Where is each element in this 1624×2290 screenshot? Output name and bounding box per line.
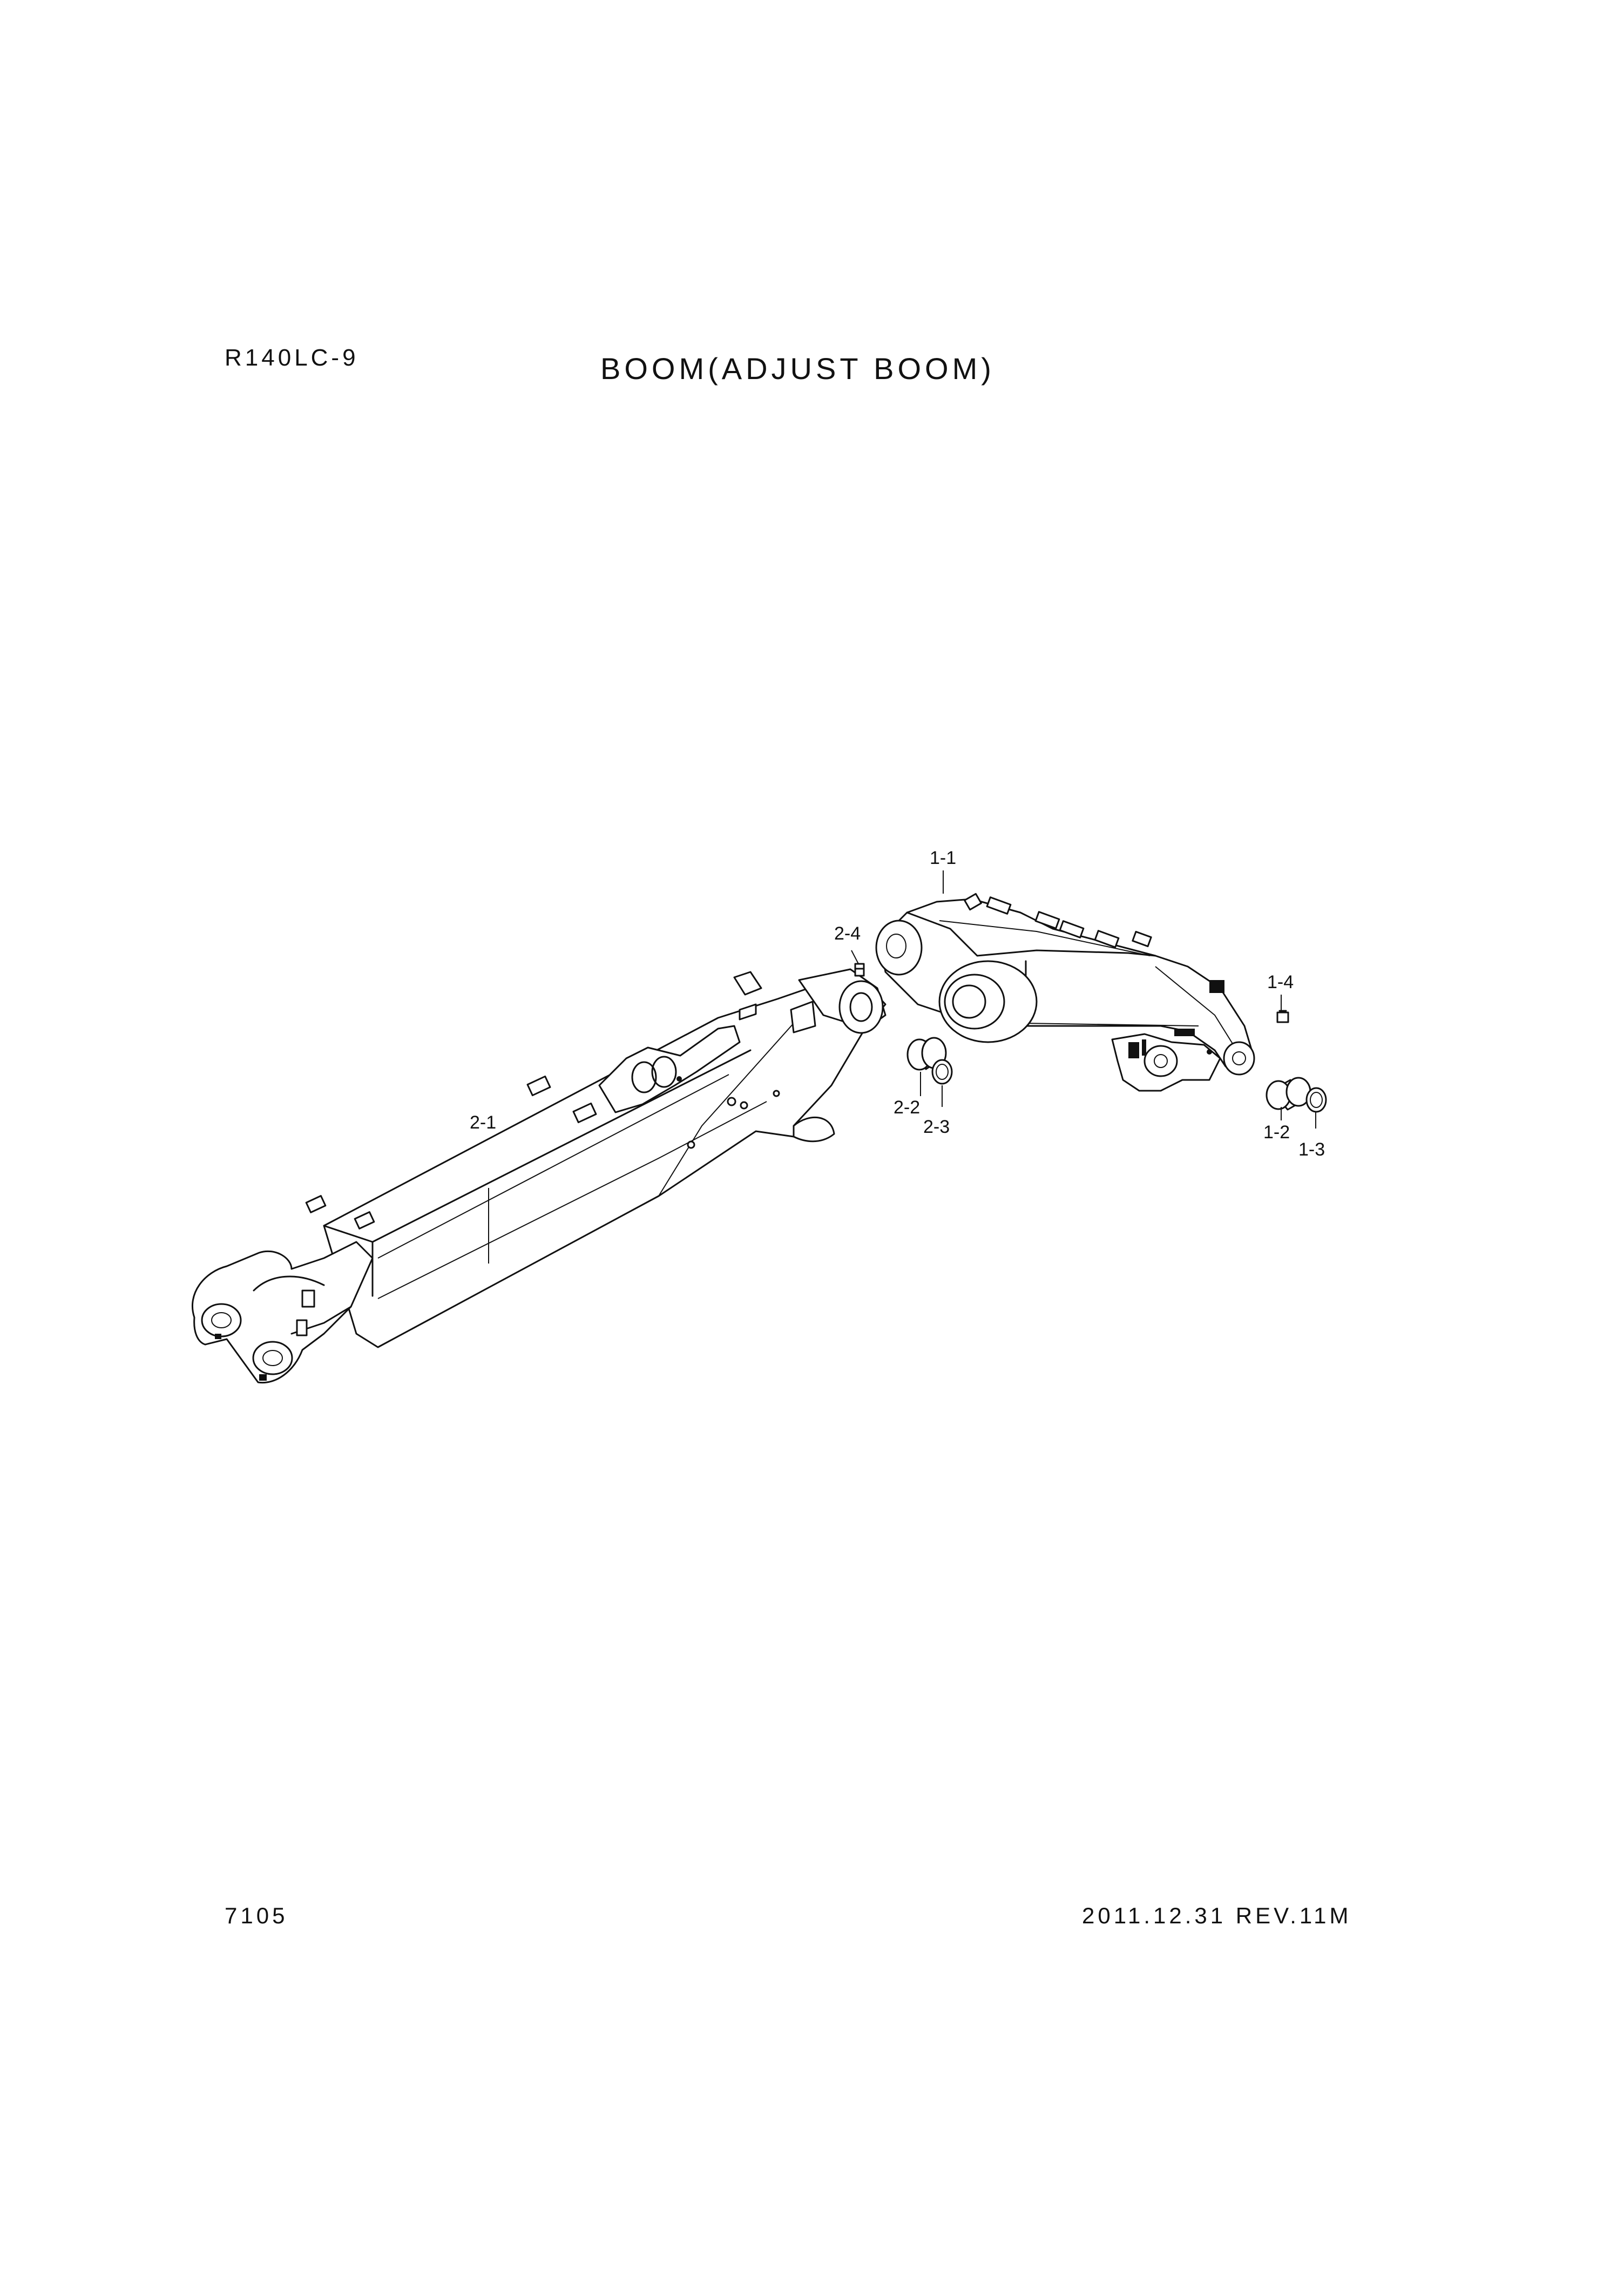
seal-part-1-3: [1305, 1087, 1327, 1113]
callout-1-3: 1-3: [1298, 1139, 1325, 1160]
callout-2-2: 2-2: [894, 1097, 920, 1118]
page-number: 7105: [225, 1903, 288, 1928]
model-code: R140LC-9: [225, 344, 359, 371]
seal-part-2-3: [931, 1059, 953, 1085]
fitting-part-2-4: [854, 963, 865, 977]
revision-date: 2011.12.31 REV.11M: [1082, 1903, 1352, 1928]
leader-lines: [851, 870, 1316, 1129]
grease-nipple-part-1-4: [1276, 1010, 1289, 1023]
callout-1-1: 1-1: [930, 848, 956, 868]
callout-2-4: 2-4: [834, 923, 861, 944]
bushing-part-1-2: [1266, 1077, 1311, 1111]
callout-2-3: 2-3: [923, 1117, 950, 1137]
callout-2-1: 2-1: [470, 1112, 496, 1133]
callout-1-2: 1-2: [1263, 1122, 1290, 1143]
callout-1-4: 1-4: [1267, 972, 1294, 992]
page-title: BOOM(ADJUST BOOM): [600, 352, 995, 386]
lower-boom-part-2-1: [191, 968, 887, 1384]
adjust-boom-part-1-1: [875, 893, 1255, 1092]
